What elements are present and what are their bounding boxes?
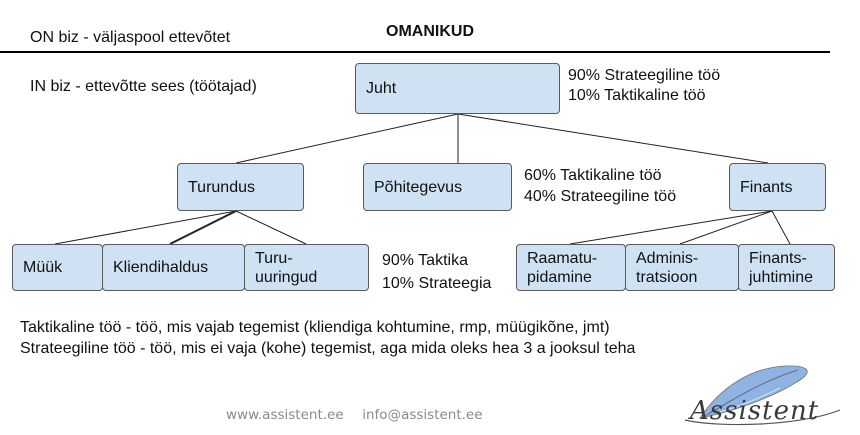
juht-note: 90% Strateegiline töö 10% Taktikaline tö… xyxy=(568,66,720,106)
box-pohitegevus-label: Põhitegevus xyxy=(374,178,463,196)
pohitegevus-note: 60% Taktikaline töö 40% Strateegiline tö… xyxy=(524,165,676,207)
box-administratsioon: Adminis- tratsioon xyxy=(625,244,739,291)
connector-turundus-myyk xyxy=(54,210,237,245)
assistent-logo: Assistent xyxy=(680,358,850,430)
pohitegevus-note-line: 60% Taktikaline töö xyxy=(524,167,662,184)
page-title: OMANIKUD xyxy=(386,23,474,40)
connector-juht-finants xyxy=(457,113,769,164)
footer-website-link[interactable]: www.assistent.ee xyxy=(226,407,344,423)
box-raamatupidamine-label: Raamatu- xyxy=(527,249,598,267)
box-juht-label: Juht xyxy=(366,80,397,97)
connector-finants-administratsioon xyxy=(679,210,773,245)
connector-turundus-turuuuringud xyxy=(235,210,307,245)
box-turuuuringud-label: uuringud xyxy=(255,268,318,286)
box-administratsioon-label: tratsioon xyxy=(636,268,698,286)
box-pohitegevus: Põhitegevus xyxy=(363,163,512,211)
connector-finants-raamatupidamine xyxy=(569,210,773,245)
feather-icon xyxy=(684,365,841,426)
box-administratsioon-label: Adminis- xyxy=(636,249,699,267)
footer-email-link[interactable]: info@assistent.ee xyxy=(362,407,483,423)
turundus-sub-note: 90% Taktika 10% Strateegia xyxy=(382,249,491,295)
footer-contacts: www.assistent.ee info@assistent.ee xyxy=(226,406,483,425)
turundus-sub-note-line: 10% Strateegia xyxy=(382,275,492,292)
box-raamatupidamine: Raamatu- pidamine xyxy=(516,244,626,291)
box-kliendihaldus: Kliendihaldus xyxy=(102,244,245,291)
definition-strategic: Strateegiline töö - töö, mis ei vaja (ko… xyxy=(20,340,636,357)
juht-note-line: 90% Strateegiline töö xyxy=(568,67,721,84)
box-finantsjuhtimine: Finants- juhtimine xyxy=(738,244,835,291)
outside-business-label: ON biz - väljaspool ettevõtet xyxy=(30,29,231,46)
turundus-sub-note-line: 90% Taktika xyxy=(382,252,468,269)
connector-turundus-kliendihaldus xyxy=(169,210,237,245)
inside-business-label: IN biz - ettevõtte sees (töötajad) xyxy=(30,78,257,95)
box-finants: Finants xyxy=(729,163,826,211)
box-finantsjuhtimine-label: juhtimine xyxy=(749,268,814,286)
box-turundus-label: Turundus xyxy=(188,178,255,196)
pohitegevus-note-line: 40% Strateegiline töö xyxy=(524,188,677,205)
box-kliendihaldus-label: Kliendihaldus xyxy=(113,259,209,276)
logo-text: Assistent xyxy=(690,396,820,426)
box-juht: Juht xyxy=(355,63,560,114)
definition-tactical: Taktikaline töö - töö, mis vajab tegemis… xyxy=(20,319,610,336)
box-myyk: Müük xyxy=(12,244,103,291)
box-raamatupidamine-label: pidamine xyxy=(527,268,592,286)
box-myyk-label: Müük xyxy=(23,259,63,276)
juht-note-line: 10% Taktikaline töö xyxy=(568,87,706,104)
box-finantsjuhtimine-label: Finants- xyxy=(749,249,807,267)
connector-finants-finantsjuhtimine xyxy=(771,210,791,245)
connector-juht-turundus xyxy=(235,113,459,164)
definitions: Taktikaline töö - töö, mis vajab tegemis… xyxy=(20,317,635,359)
box-turuuuringud-label: Turu- xyxy=(255,249,293,267)
box-turuuuringud: Turu- uuringud xyxy=(244,244,369,291)
box-turundus: Turundus xyxy=(177,163,304,211)
box-finants-label: Finants xyxy=(740,178,793,196)
